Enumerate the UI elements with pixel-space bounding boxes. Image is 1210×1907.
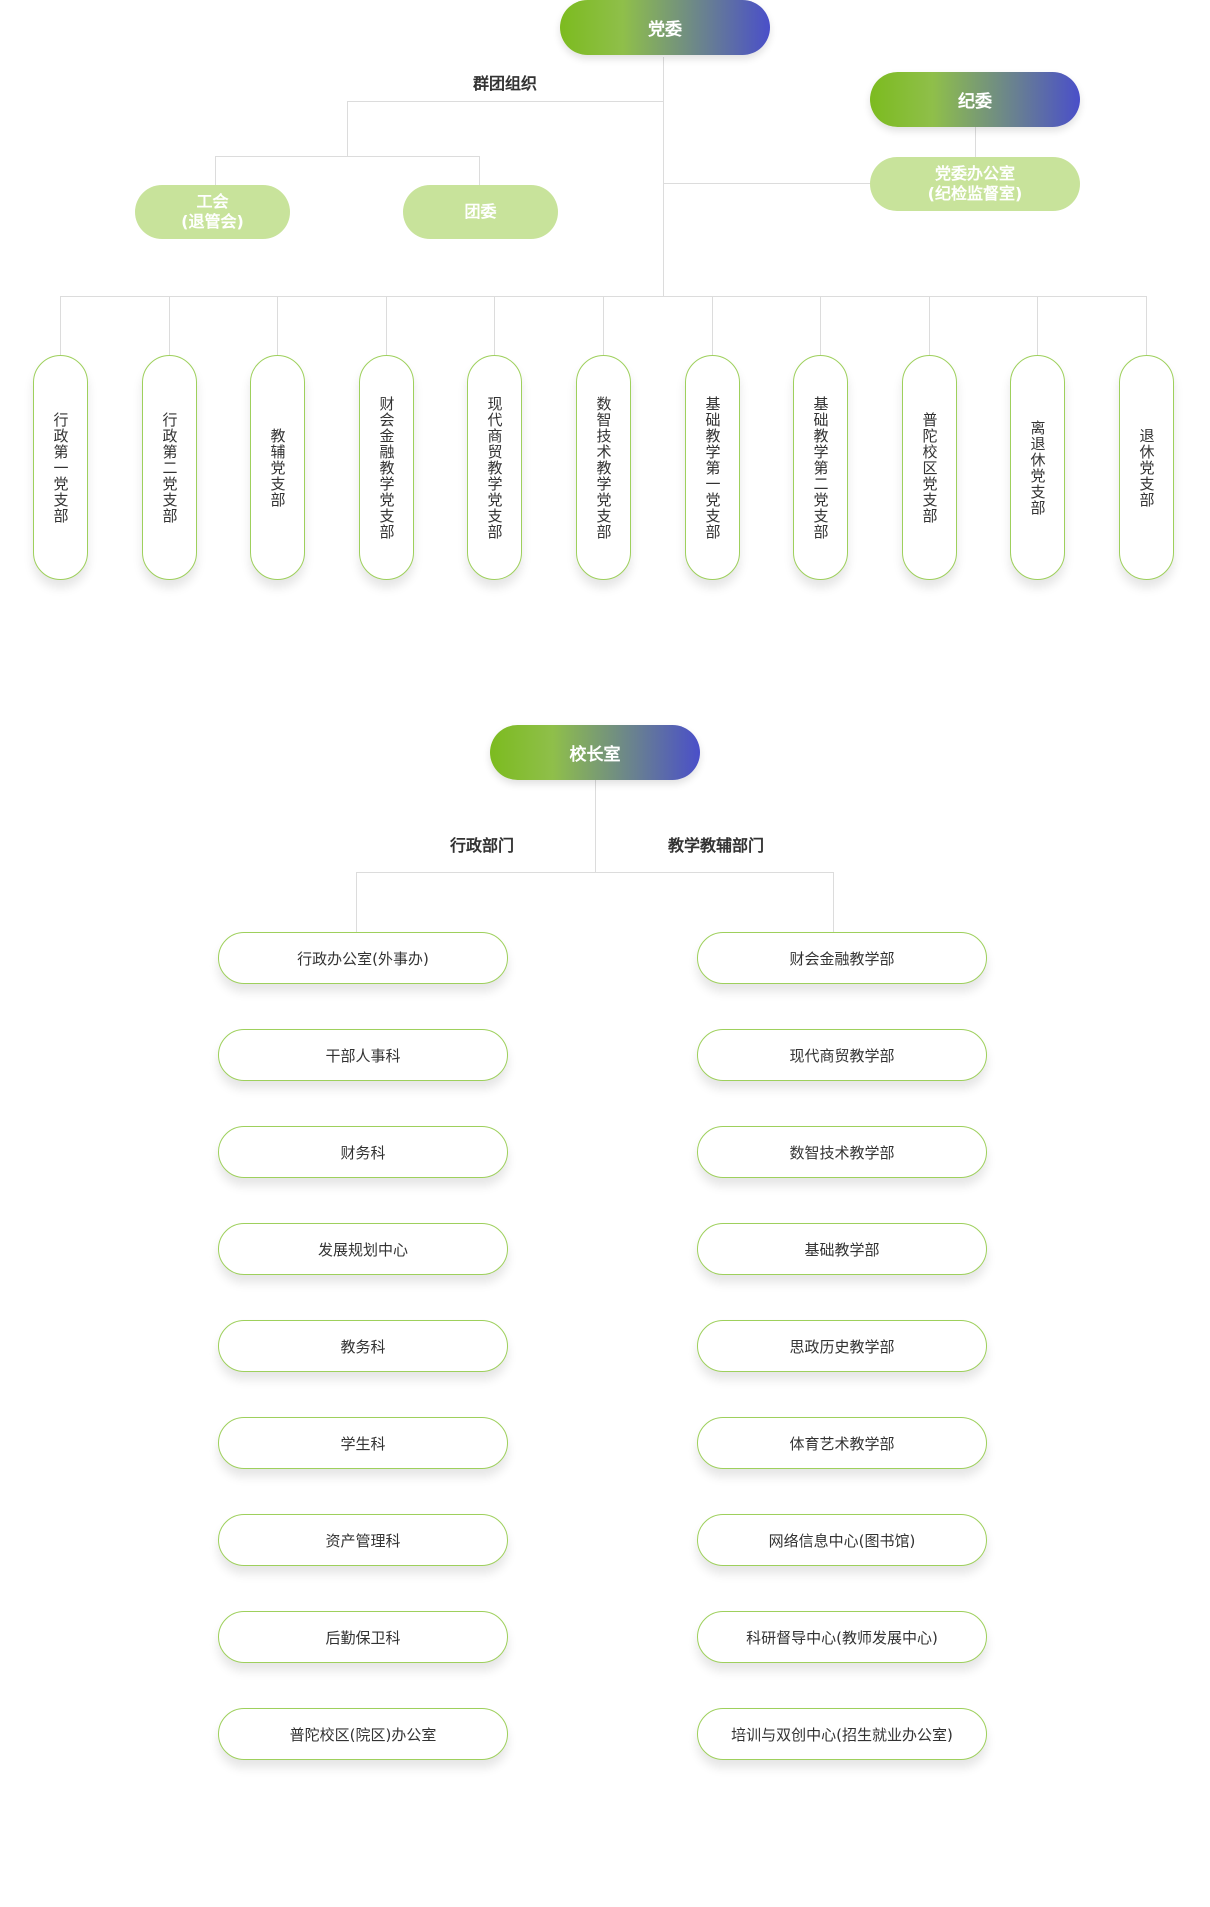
youth-league-node: 团委	[403, 185, 558, 239]
discipline-office-line-v	[975, 126, 976, 158]
mass-children-line-h	[215, 156, 480, 157]
admin-department-label: 干部人事科	[325, 1046, 401, 1065]
party-branch-node: 行政第二党支部	[142, 355, 197, 580]
admin-department-label: 普陀校区(院区)办公室	[289, 1725, 437, 1744]
party-branch-node: 教辅党支部	[250, 355, 305, 580]
branch-connector	[60, 296, 61, 355]
teaching-department-node: 网络信息中心(图书馆)	[697, 1514, 987, 1566]
union-label: 工会	[196, 192, 229, 211]
teaching-department-node: 现代商贸教学部	[697, 1029, 987, 1081]
party-branch-label: 行政第一党支部	[51, 411, 70, 524]
teaching-department-node: 科研督导中心(教师发展中心)	[697, 1611, 987, 1663]
party-branch-label: 现代商贸教学党支部	[485, 395, 504, 540]
party-branch-node: 退休党支部	[1119, 355, 1174, 580]
admin-department-node: 学生科	[218, 1417, 508, 1469]
teaching-department-node: 培训与双创中心(招生就业办公室)	[697, 1708, 987, 1760]
admin-department-node: 普陀校区(院区)办公室	[218, 1708, 508, 1760]
office-line-h	[663, 183, 873, 184]
party-committee-label: 党委	[648, 20, 682, 40]
party-office-label: 党委办公室	[934, 164, 1015, 183]
admin-department-node: 教务科	[218, 1320, 508, 1372]
admin-line-v	[356, 872, 357, 932]
party-branch-node: 现代商贸教学党支部	[467, 355, 522, 580]
admin-department-node: 行政办公室(外事办)	[218, 932, 508, 984]
teaching-department-label: 培训与双创中心(招生就业办公室)	[731, 1725, 953, 1744]
party-committee-node: 党委	[560, 0, 770, 55]
teaching-department-label: 数智技术教学部	[789, 1143, 895, 1162]
mass-line-h	[347, 101, 664, 102]
union-line-v	[215, 156, 216, 186]
admin-department-label: 资产管理科	[325, 1531, 401, 1550]
party-branch-node: 普陀校区党支部	[902, 355, 957, 580]
admin-department-label: 教务科	[340, 1337, 386, 1356]
trunk-line-party	[663, 57, 664, 297]
admin-department-label: 学生科	[340, 1434, 386, 1453]
mass-organizations-label: 群团组织	[472, 74, 538, 93]
party-branch-node: 财会金融教学党支部	[359, 355, 414, 580]
admin-department-label: 发展规划中心	[317, 1240, 408, 1259]
branch-connector	[169, 296, 170, 355]
party-office-sublabel: (纪检监督室)	[927, 184, 1023, 203]
teaching-department-label: 体育艺术教学部	[789, 1434, 895, 1453]
youth-line-v	[479, 156, 480, 186]
admin-departments-label: 行政部门	[449, 836, 515, 855]
teaching-departments-label: 教学教辅部门	[667, 836, 765, 855]
teaching-department-label: 基础教学部	[804, 1240, 880, 1259]
union-sublabel: (退管会)	[181, 212, 244, 231]
party-branch-label: 离退休党支部	[1028, 419, 1047, 516]
party-branch-node: 基础教学第一党支部	[685, 355, 740, 580]
branch-connector	[929, 296, 930, 355]
admin-department-node: 干部人事科	[218, 1029, 508, 1081]
branch-connector	[820, 296, 821, 355]
teaching-department-node: 数智技术教学部	[697, 1126, 987, 1178]
admin-department-label: 行政办公室(外事办)	[297, 949, 429, 968]
party-branch-label: 普陀校区党支部	[920, 411, 939, 524]
party-branch-label: 教辅党支部	[268, 427, 287, 508]
admin-department-label: 后勤保卫科	[325, 1628, 401, 1647]
teaching-department-node: 体育艺术教学部	[697, 1417, 987, 1469]
party-branch-label: 退休党支部	[1137, 427, 1156, 508]
teaching-department-node: 财会金融教学部	[697, 932, 987, 984]
branch-connector	[1146, 296, 1147, 355]
party-branch-label: 财会金融教学党支部	[377, 395, 396, 540]
branch-connector	[386, 296, 387, 355]
teaching-department-node: 思政历史教学部	[697, 1320, 987, 1372]
discipline-committee-node: 纪委	[870, 72, 1080, 127]
teaching-department-label: 科研督导中心(教师发展中心)	[746, 1628, 938, 1647]
branch-connector	[712, 296, 713, 355]
teaching-department-node: 基础教学部	[697, 1223, 987, 1275]
trunk-line-principal	[595, 780, 596, 873]
teaching-line-v	[833, 872, 834, 932]
party-branch-node: 数智技术教学党支部	[576, 355, 631, 580]
admin-department-node: 财务科	[218, 1126, 508, 1178]
youth-league-label: 团委	[464, 202, 497, 221]
departments-line-h	[356, 872, 834, 873]
mass-line-v	[347, 101, 348, 156]
party-branch-node: 离退休党支部	[1010, 355, 1065, 580]
party-branch-label: 行政第二党支部	[160, 411, 179, 524]
admin-department-node: 后勤保卫科	[218, 1611, 508, 1663]
teaching-department-label: 财会金融教学部	[789, 949, 895, 968]
party-branch-node: 基础教学第二党支部	[793, 355, 848, 580]
teaching-department-label: 思政历史教学部	[789, 1337, 895, 1356]
party-branch-label: 基础教学第二党支部	[811, 395, 830, 540]
admin-department-label: 财务科	[340, 1143, 386, 1162]
discipline-committee-label: 纪委	[958, 92, 992, 112]
teaching-department-label: 网络信息中心(图书馆)	[768, 1531, 916, 1550]
principal-office-label: 校长室	[569, 745, 621, 765]
branch-connector	[277, 296, 278, 355]
party-office-node: 党委办公室 (纪检监督室)	[870, 157, 1080, 211]
party-branch-label: 数智技术教学党支部	[594, 395, 613, 540]
union-node: 工会 (退管会)	[135, 185, 290, 239]
branch-connector	[603, 296, 604, 355]
principal-office-node: 校长室	[490, 725, 700, 780]
admin-department-node: 资产管理科	[218, 1514, 508, 1566]
admin-department-node: 发展规划中心	[218, 1223, 508, 1275]
teaching-department-label: 现代商贸教学部	[789, 1046, 895, 1065]
branch-connector	[494, 296, 495, 355]
party-branch-node: 行政第一党支部	[33, 355, 88, 580]
party-branch-label: 基础教学第一党支部	[703, 395, 722, 540]
branch-connector	[1037, 296, 1038, 355]
